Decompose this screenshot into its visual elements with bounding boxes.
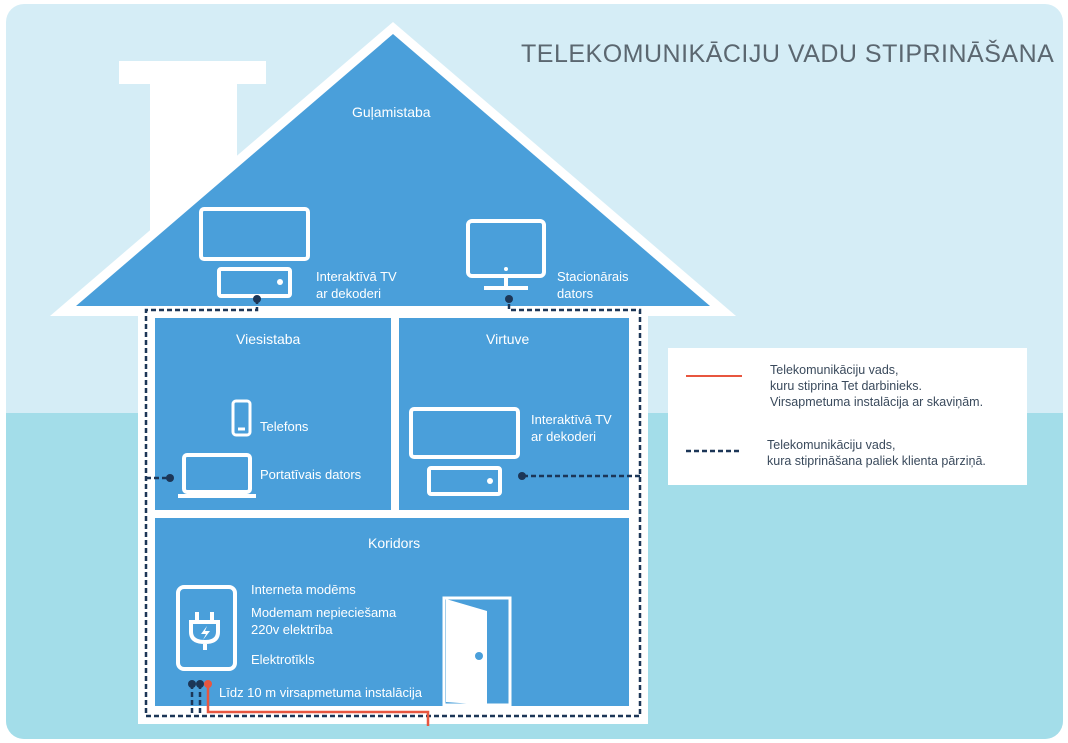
chimney — [119, 61, 266, 242]
laptop-icon — [178, 453, 256, 498]
room-label-bedroom: Guļamistaba — [352, 104, 431, 120]
bedroom-tv-label: Interaktīvā TV ar dekoderi — [316, 268, 397, 302]
legend-red-line1: Telekomunikāciju vads, — [770, 363, 899, 377]
red-cable-connector — [204, 680, 212, 688]
modem-label: Interneta modēms — [251, 582, 356, 597]
modem-socket-icon — [176, 585, 237, 671]
page-title: TELEKOMUNIKĀCIJU VADU STIPRINĀŠANA — [521, 40, 1055, 68]
bedroom-tv-label-line2: ar dekoderi — [316, 286, 382, 301]
desktop-label: Stacionārais dators — [557, 268, 629, 302]
desktop-label-line1: Stacionārais — [557, 269, 629, 284]
room-living — [155, 318, 391, 510]
phone-label: Telefons — [260, 419, 309, 434]
legend-red-text: Telekomunikāciju vads, kuru stiprina Tet… — [770, 362, 983, 410]
legend-red-line2: kuru stiprina Tet darbinieks. — [770, 379, 922, 393]
legend-box — [668, 348, 1027, 485]
power-label-line2: 220v elektrība — [251, 622, 333, 637]
socket-label: Elektrotīkls — [251, 652, 315, 667]
desktop-label-line2: dators — [557, 286, 594, 301]
power-label: Modemam nepieciešama 220v elektrība — [251, 604, 396, 638]
phone-icon — [231, 399, 252, 437]
laptop-label: Portatīvais dators — [260, 467, 362, 482]
lightning-icon — [201, 626, 210, 640]
room-label-living: Viesistaba — [236, 331, 301, 347]
cable-connectors — [166, 295, 526, 688]
kitchen-tv-label-line2: ar dekoderi — [531, 429, 597, 444]
room-label-kitchen: Virtuve — [486, 331, 530, 347]
room-kitchen — [399, 318, 629, 510]
dashed-cable-route — [144, 299, 642, 718]
red-cable-route — [206, 684, 430, 726]
install-label: Līdz 10 m virsapmetuma instalācija — [219, 685, 423, 700]
power-label-line1: Modemam nepieciešama — [251, 605, 397, 620]
roof-attic — [76, 34, 710, 306]
door-icon — [442, 596, 512, 707]
bedroom-tv-label-line1: Interaktīvā TV — [316, 269, 397, 284]
room-label-hallway: Koridors — [368, 535, 421, 551]
legend-dashed-line1: Telekomunikāciju vads, — [767, 438, 896, 452]
kitchen-tv-icon — [409, 407, 520, 496]
legend-dashed-line2: kura stiprināšana paliek klienta pārziņā… — [767, 454, 986, 468]
kitchen-tv-label: Interaktīvā TV ar dekoderi — [531, 411, 612, 445]
legend-dashed-text: Telekomunikāciju vads, kura stiprināšana… — [767, 437, 986, 469]
kitchen-tv-label-line1: Interaktīvā TV — [531, 412, 612, 427]
desktop-computer-icon — [466, 219, 546, 290]
legend-red-line3: Virsapmetuma instalācija ar skaviņām. — [770, 395, 984, 409]
